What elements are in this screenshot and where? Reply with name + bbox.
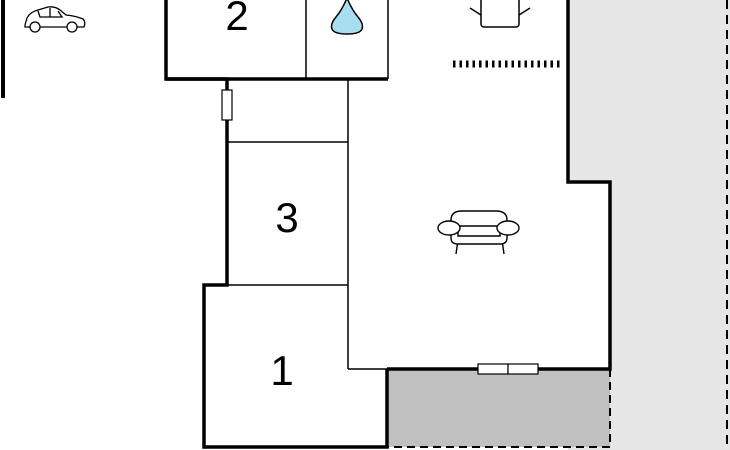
terrace-dashed-outline	[387, 369, 611, 448]
room-1-label: 1	[270, 347, 293, 394]
terrace-door-left	[477, 363, 509, 375]
room-3-label: 3	[275, 194, 298, 241]
window-left	[221, 89, 233, 121]
room-2-label: 2	[225, 0, 248, 39]
terrace	[387, 369, 610, 447]
interior-area	[166, 0, 610, 446]
terrace-door-right	[507, 363, 539, 375]
cooking-pot-icon	[469, 0, 531, 28]
water-drop-icon	[330, 0, 364, 35]
exterior-area-upper	[568, 0, 610, 182]
sofa-icon	[437, 210, 520, 255]
car-icon	[24, 6, 86, 33]
exterior-area-lower	[610, 182, 730, 450]
